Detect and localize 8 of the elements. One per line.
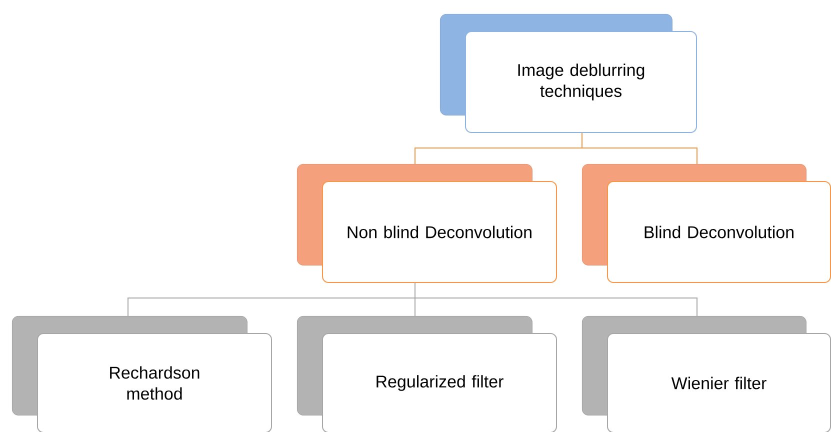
process-box: Wienier filter: [582, 316, 831, 432]
process-box: Non blind Deconvolution: [297, 164, 557, 283]
process-box: Rechardson method: [12, 316, 272, 432]
process-box: Regularized filter: [297, 316, 557, 432]
process-box: Blind Deconvolution: [582, 164, 831, 283]
process-box: Image deblurring techniques: [440, 14, 697, 133]
connector-line: [582, 132, 698, 164]
connector-line: [414, 282, 698, 316]
